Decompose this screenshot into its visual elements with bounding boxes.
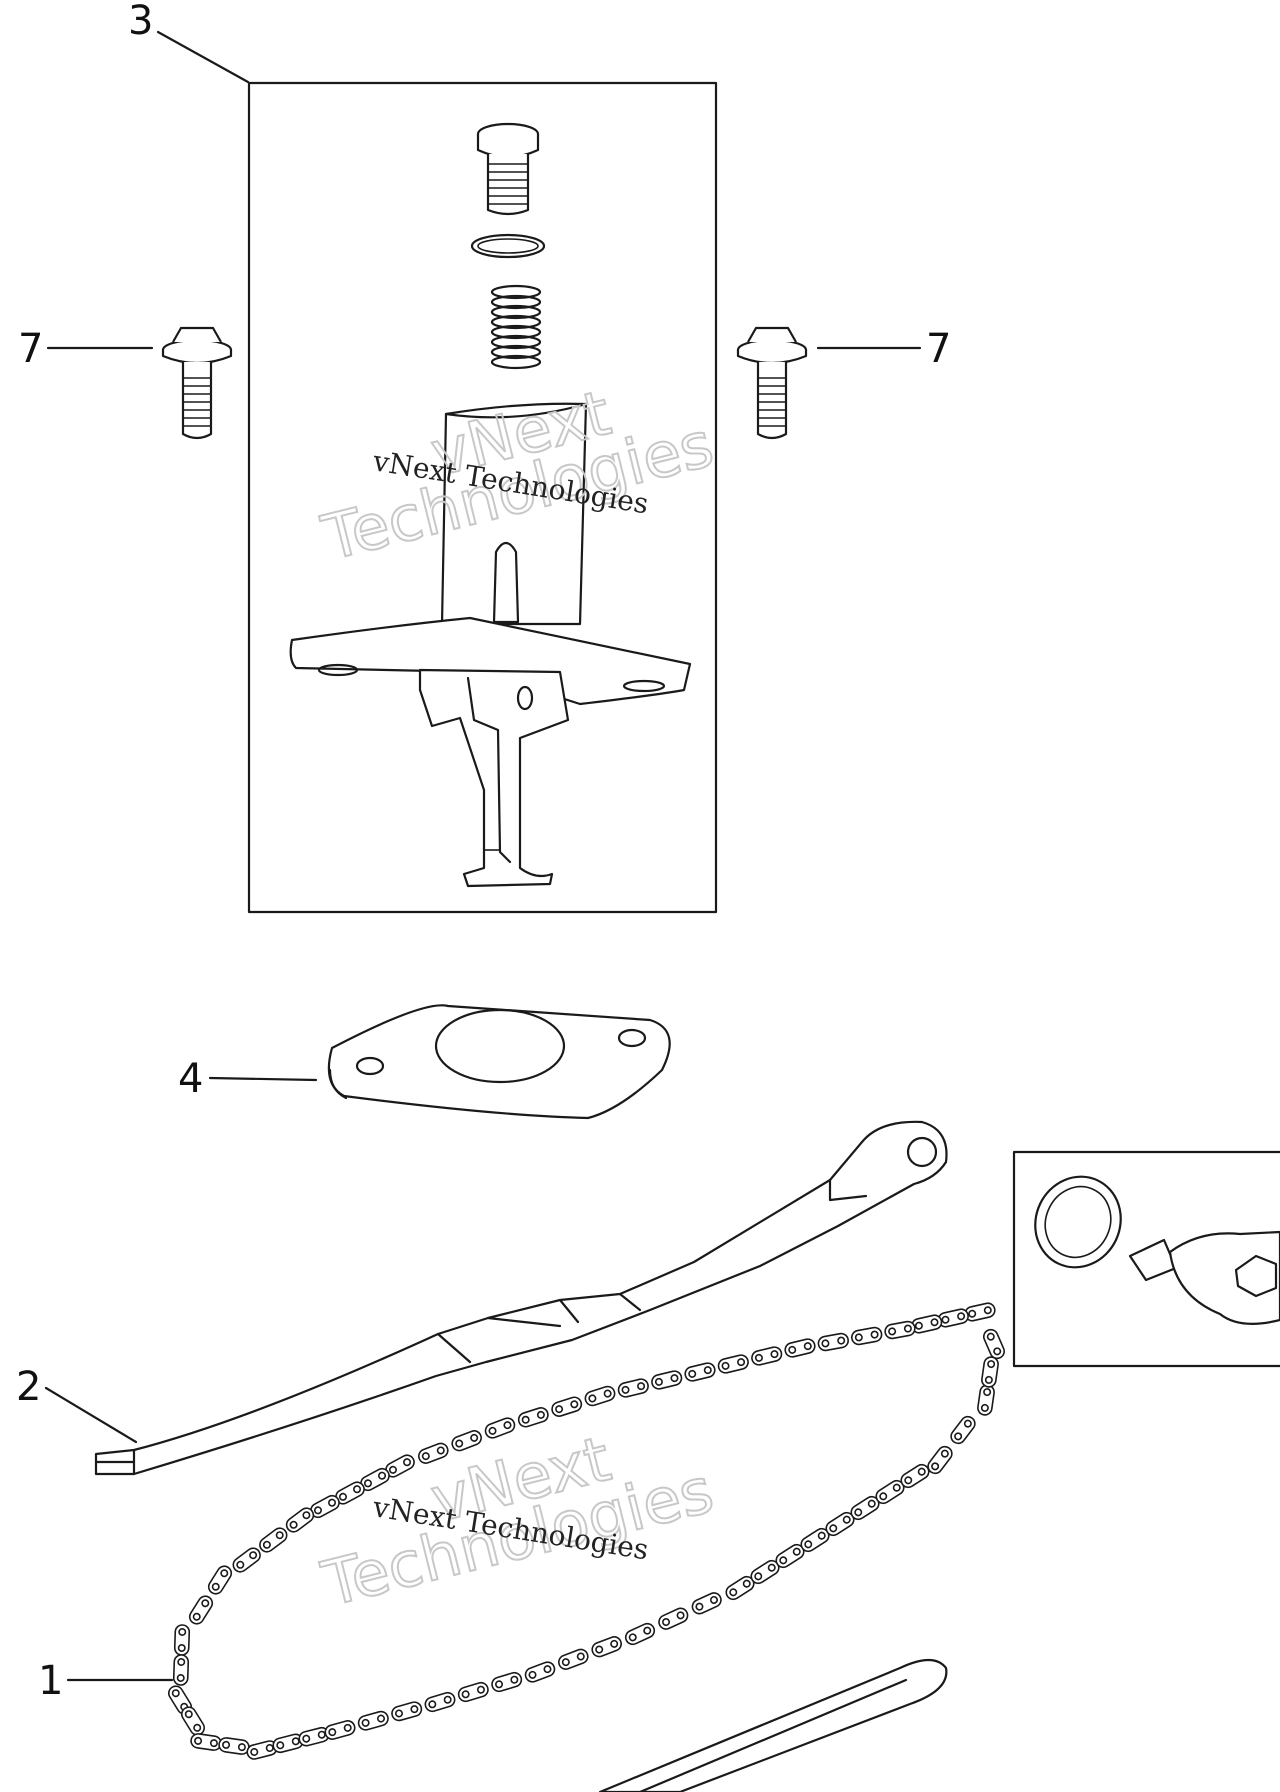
callout-3-leader [156,30,250,84]
chain-link [950,1415,976,1445]
chain-link [484,1417,516,1439]
timing-chain [167,1302,1006,1760]
callout-2: 2 [16,1364,138,1444]
tensioner-assembly-box [247,81,718,914]
chain-link [207,1565,233,1595]
chain-link [188,1595,214,1625]
watermark-bottom: Technologies vNext vNext Technologies [314,1421,721,1622]
chain-link [524,1661,556,1683]
callout-4-leader [208,1076,318,1082]
chain-link [451,1430,482,1452]
chain-link [180,1706,206,1736]
chain-link [911,1314,943,1334]
callout-2-leader [44,1386,138,1444]
chain-link [658,1607,689,1630]
chain-link [218,1737,250,1755]
chain-link [875,1479,905,1505]
chain-link [751,1346,783,1366]
callout-2-label: 2 [16,1364,41,1410]
o-ring [470,233,546,259]
chain-link [964,1302,996,1322]
chain-link [717,1354,749,1374]
callout-1: 1 [38,1658,174,1704]
chain-link [900,1463,930,1489]
chain-link [977,1384,995,1416]
chain-link [784,1338,816,1358]
callout-4-label: 4 [178,1056,203,1102]
chain-link [491,1671,523,1693]
chain-link [391,1701,423,1722]
chain-link [173,1624,191,1656]
chain-link [259,1527,288,1553]
chain-link [551,1396,583,1417]
chain-link [324,1720,356,1740]
chain-link [298,1726,330,1747]
chain-link [190,1733,222,1751]
callout-4: 4 [178,1056,318,1102]
chain-link [851,1326,883,1346]
chain-link [617,1378,649,1398]
chain-link [684,1362,716,1382]
chain-link [357,1710,389,1731]
chain-link [775,1543,805,1569]
chain-link [927,1445,953,1475]
flange-bolt-right [736,326,808,440]
chain-link [817,1332,849,1352]
callout-3-label: 3 [128,0,153,44]
chain-link [172,1654,190,1686]
chain-link [982,1328,1006,1360]
chain-link [517,1407,549,1428]
chain-link [937,1308,969,1328]
spring [490,284,542,370]
inset-box [1012,1150,1280,1368]
chain-link [591,1636,622,1658]
callout-7-right-label: 7 [926,326,951,372]
chain-link [884,1320,916,1340]
callout-7-left: 7 [18,326,154,372]
chain-link [424,1691,456,1713]
chain-link [418,1442,449,1464]
chain-link [285,1507,315,1533]
callout-7-right: 7 [816,326,951,372]
plug-bolt [476,122,540,216]
chain-link [691,1592,722,1615]
chain-link [584,1385,616,1407]
callout-3: 3 [128,0,250,84]
chain-link [624,1622,656,1646]
chain-link [167,1685,193,1715]
gasket [327,1004,671,1120]
chain-link [232,1547,261,1573]
chain-guide [598,1658,948,1792]
tensioner-body [289,402,692,888]
callout-7-left-label: 7 [18,326,43,372]
chain-link [981,1356,999,1388]
tensioner-guide [94,1120,948,1476]
callout-1-label: 1 [38,1658,63,1704]
chain-link [651,1370,683,1390]
chain-link [457,1681,489,1703]
flange-bolt-left [161,326,233,440]
chain-link [725,1575,755,1601]
chain-link [558,1648,589,1670]
